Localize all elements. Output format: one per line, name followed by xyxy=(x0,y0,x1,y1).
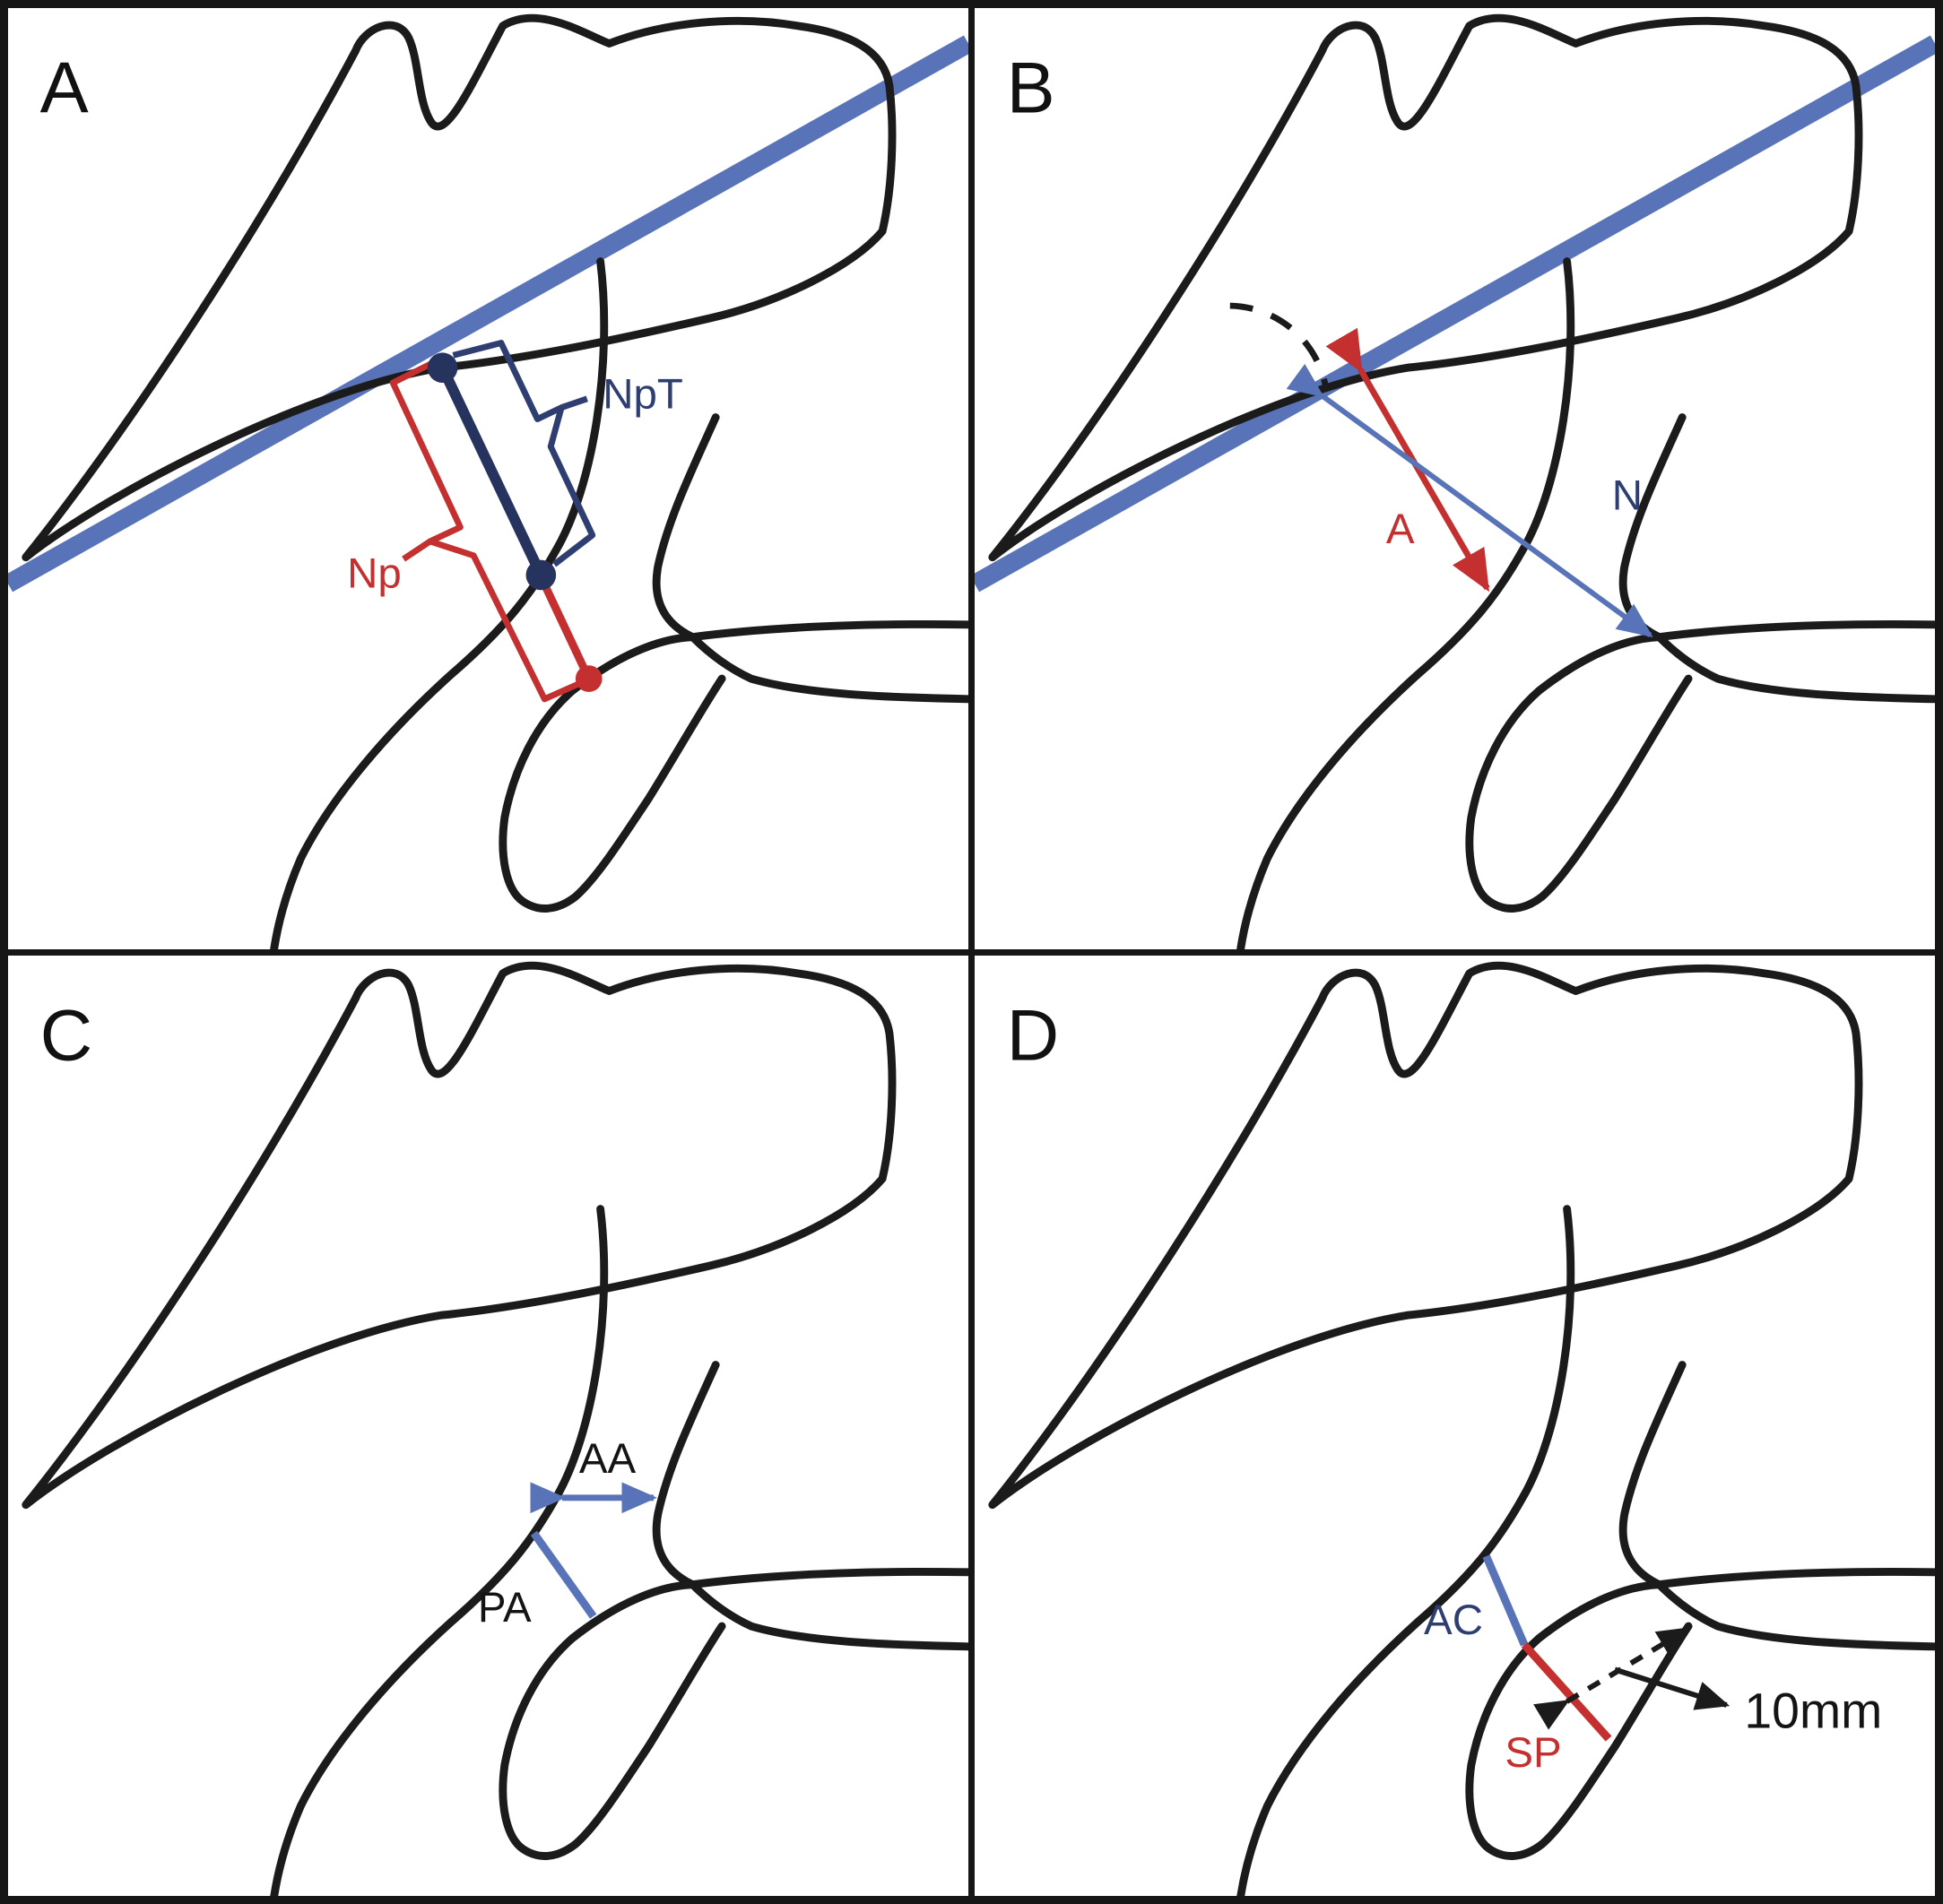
sp-label: SP xyxy=(1505,1729,1561,1777)
n-label: N xyxy=(1612,472,1643,519)
palatal-plane-line xyxy=(8,35,968,593)
sp-measurement-line xyxy=(1521,1641,1612,1742)
a-double-arrow xyxy=(1325,327,1490,593)
panel-d-letter: D xyxy=(1007,995,1060,1076)
ac-measurement-line xyxy=(1482,1553,1529,1647)
panel-a-letter: A xyxy=(40,48,89,129)
pa-label: PA xyxy=(478,1584,532,1631)
npt-label: NpT xyxy=(603,371,683,419)
ten-mm-leader-arrow xyxy=(1614,1666,1730,1710)
npt-leader-line xyxy=(559,395,588,411)
np-label: Np xyxy=(347,550,402,597)
ten-mm-label: 10mm xyxy=(1744,1683,1882,1738)
panel-c-letter: C xyxy=(40,995,93,1076)
aa-label: AA xyxy=(579,1435,637,1483)
np-leader-line xyxy=(402,539,432,562)
panel-b: A N B xyxy=(975,8,1935,949)
panel-a: Np NpT A xyxy=(8,8,968,949)
panel-b-letter: B xyxy=(1007,48,1055,129)
pa-measurement-line xyxy=(530,1530,597,1619)
lower-landmark-dot xyxy=(575,665,603,692)
angle-dashed-arc xyxy=(1229,302,1330,388)
ten-mm-dashed-double-arrow xyxy=(1533,1626,1692,1730)
ac-label: AC xyxy=(1424,1596,1483,1643)
palatal-plane-line xyxy=(975,35,1935,593)
a-label: A xyxy=(1386,506,1415,553)
panel-c: AA PA C xyxy=(8,955,968,1896)
n-double-arrow xyxy=(1286,363,1653,638)
middle-landmark-dot xyxy=(525,559,557,591)
panel-d: AC SP 10mm D xyxy=(975,955,1935,1896)
npt-measurement-line xyxy=(438,365,546,578)
upper-landmark-dot xyxy=(427,352,458,384)
